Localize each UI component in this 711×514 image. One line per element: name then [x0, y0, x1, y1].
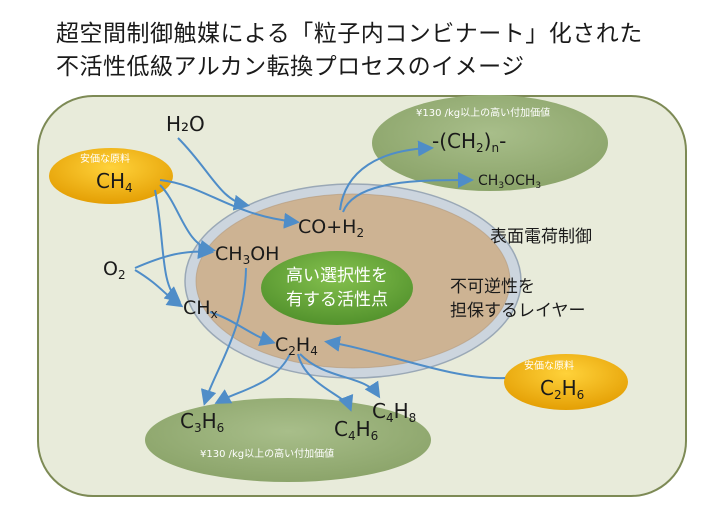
c2h6-label: C2H6 — [540, 376, 585, 402]
arrow-h2o-coh2 — [177, 137, 250, 211]
chx-label: CHx — [183, 297, 218, 321]
active-site-line-2: 有する活性点 — [286, 290, 388, 310]
ch4-cheap-tag: 安価な原料 — [80, 154, 130, 165]
ch3oh-label: CH3OH — [215, 243, 280, 267]
ch4-label: CH4 — [96, 169, 133, 195]
polymer-label: -(CH2)n- — [432, 129, 507, 155]
arrow-c2h4-c4h8 — [299, 353, 381, 399]
o2-label: O2 — [103, 258, 126, 282]
high-value-oval-top — [372, 95, 608, 191]
active-site-text: 高い選択性を 有する活性点 — [272, 264, 402, 312]
c2h4-label: C2H4 — [275, 334, 318, 358]
layer-line-1: 不可逆性を — [450, 277, 535, 297]
active-site-line-1: 高い選択性を — [286, 266, 388, 286]
c4h6-label: C4H6 — [334, 417, 379, 443]
arrow-ch3oh-c3h6 — [200, 267, 247, 406]
c2h6-feed-oval — [504, 354, 628, 410]
arrow-c2h4-c3h6 — [214, 353, 291, 404]
title-line-1: 超空間制御触媒による「粒子内コンビナート」化された — [56, 21, 643, 47]
layer-text: 不可逆性を 担保するレイヤー — [450, 275, 586, 323]
bottom-value-caption: ¥130 /kg以上の高い付加価値 — [200, 449, 335, 460]
c3h6-label: C3H6 — [180, 409, 225, 435]
top-value-caption: ¥130 /kg以上の高い付加価値 — [416, 108, 551, 119]
ch3och3-label: CH3OCH3 — [478, 173, 542, 191]
title-line-2: 不活性低級アルカン転換プロセスのイメージ — [56, 54, 525, 80]
arrow-ch4-coh2 — [159, 179, 300, 229]
high-value-oval-bottom — [145, 398, 431, 482]
arrow-c2h4-c4h6 — [297, 353, 354, 412]
h2o-label: H₂O — [166, 112, 205, 136]
arrow-o2-ch3oh — [134, 243, 214, 269]
arrow-coh2-polymer — [339, 140, 434, 211]
layer-line-2: 担保するレイヤー — [450, 301, 586, 321]
arrow-c2h6-c2h4 — [324, 335, 506, 380]
surface-charge-label: 表面電荷制御 — [490, 227, 592, 247]
c2h6-cheap-tag: 安価な原料 — [524, 361, 574, 372]
co-h2-label: CO+H2 — [298, 216, 365, 240]
ch4-feed-oval — [49, 148, 173, 204]
arrow-o2-chx — [134, 269, 184, 308]
arrow-coh2-ch3och3 — [342, 172, 474, 213]
active-site-oval — [261, 251, 413, 325]
c4h8-label: C4H8 — [372, 399, 417, 425]
arrow-chx-c2h4 — [209, 311, 276, 346]
